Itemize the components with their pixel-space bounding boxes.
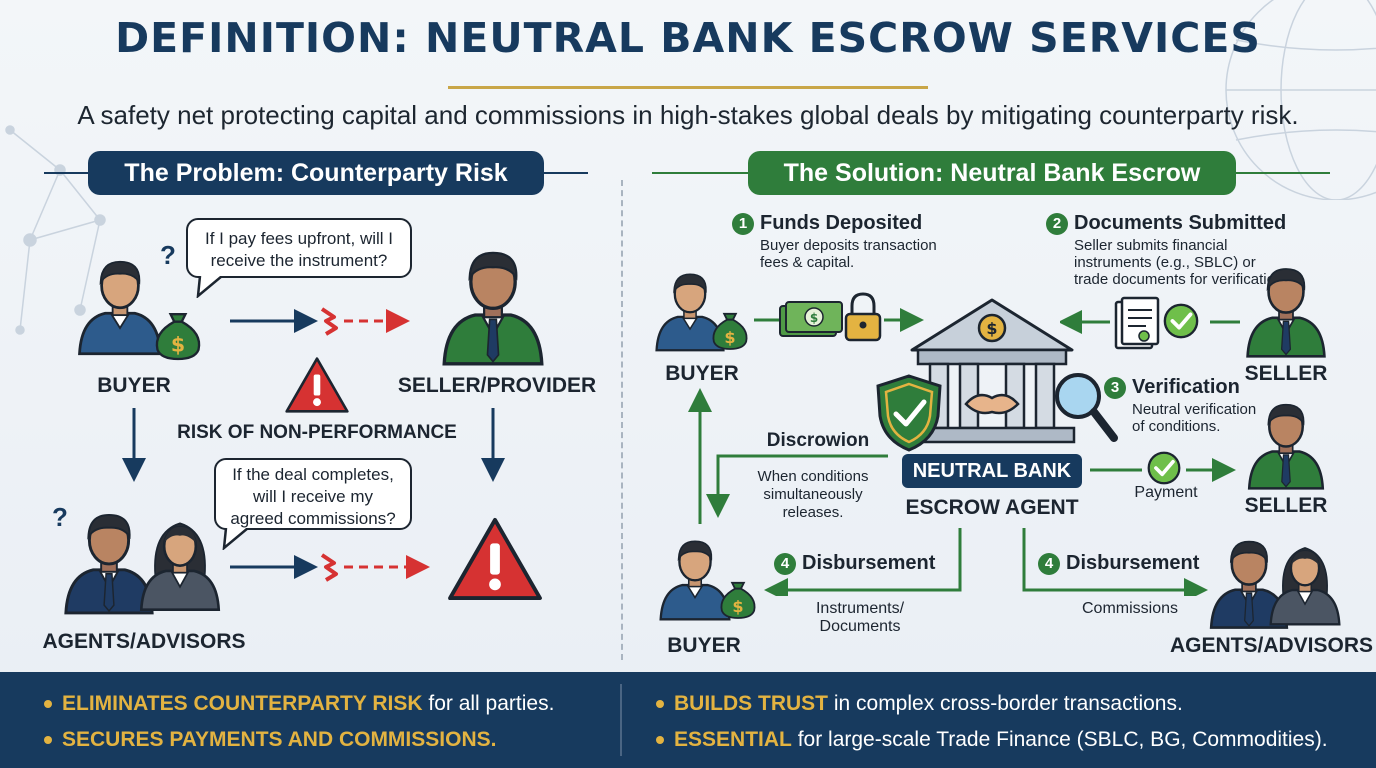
- page-subtitle: A safety net protecting capital and comm…: [77, 100, 1299, 130]
- agents-bubble-tail: [222, 528, 249, 550]
- step4b-title-text: Disbursement: [1066, 552, 1200, 574]
- svg-text:$: $: [810, 311, 818, 325]
- disbursed-buyer-label: BUYER: [667, 634, 741, 657]
- network-decoration: [5, 125, 106, 335]
- step4b-description: Commissions: [1081, 600, 1178, 617]
- step2-number: 2: [1046, 212, 1068, 235]
- buyer-label: BUYER: [97, 374, 171, 397]
- large-warning-icon: [446, 516, 544, 602]
- benefit-2-highlight: SECURES PAYMENTS AND COMMISSIONS.: [62, 728, 497, 751]
- bullet-icon: [656, 736, 664, 744]
- section-divider: [621, 180, 623, 660]
- step2-title-text: Documents Submitted: [1074, 212, 1287, 234]
- payment-arrow: [1090, 450, 1236, 486]
- disbursement-buyer-arrow: [764, 528, 962, 596]
- seller-down-arrow: [481, 408, 505, 482]
- step1-number: 1: [732, 212, 754, 235]
- solution-heading-rule-right: [1236, 172, 1330, 174]
- payment-label: Payment: [1134, 484, 1198, 501]
- broken-commission-arrow: [230, 553, 430, 582]
- solution-heading-rule-left: [652, 172, 748, 174]
- neutral-bank-badge: NEUTRAL BANK: [902, 454, 1082, 488]
- warning-icon: [284, 356, 350, 414]
- step4a-title-text: Disbursement: [802, 552, 936, 574]
- benefit-1-highlight: ELIMINATES COUNTERPARTY RISK: [62, 692, 423, 715]
- buyer-speech-bubble: If I pay fees upfront, will I receive th…: [186, 218, 412, 278]
- solution-seller-label: SELLER: [1244, 362, 1328, 385]
- step1-description: Buyer deposits transaction fees & capita…: [760, 237, 937, 271]
- broken-payment-arrow: [230, 307, 410, 336]
- benefit-3-highlight: BUILDS TRUST: [674, 692, 828, 715]
- step4a-description: Instruments/ Documents: [815, 600, 905, 635]
- seller-provider-label: SELLER/PROVIDER: [397, 374, 597, 397]
- buyer-down-arrow: [122, 408, 146, 482]
- bubble-tail: [196, 276, 223, 298]
- bullet-icon: [44, 700, 52, 708]
- footer-benefit-1: ELIMINATES COUNTERPARTY RISK for all par…: [44, 692, 554, 716]
- bullet-icon: [44, 736, 52, 744]
- shield-check-icon: [876, 374, 942, 452]
- step2-description: Seller submits financial instruments (e.…: [1074, 237, 1288, 288]
- solution-heading: The Solution: Neutral Bank Escrow: [748, 151, 1236, 195]
- step3-number: 3: [1104, 376, 1126, 399]
- solution-seller-icon: [1240, 262, 1332, 358]
- benefit-3-text: in complex cross-border transactions.: [828, 692, 1183, 715]
- footer-benefit-4: ESSENTIAL for large-scale Trade Finance …: [656, 728, 1328, 752]
- question-mark-icon: ?: [160, 240, 176, 270]
- documents-submit-arrow: [1060, 296, 1240, 350]
- payment-seller-label: SELLER: [1244, 494, 1328, 517]
- benefits-footer: [0, 672, 1376, 768]
- escrow-agent-label: ESCROW AGENT: [905, 496, 1079, 519]
- disbursed-money-bag-icon: [716, 570, 760, 622]
- agent-woman-icon: [136, 504, 224, 622]
- benefit-4-highlight: ESSENTIAL: [674, 728, 792, 751]
- step2-title: 2 Documents Submitted: [1046, 212, 1286, 235]
- discrowion-title: Discrowion: [766, 430, 870, 451]
- funds-deposit-arrow: $: [754, 292, 924, 342]
- step3-description: Neutral verification of conditions.: [1132, 401, 1257, 435]
- solution-agent-woman-icon: [1266, 536, 1344, 630]
- payment-seller-icon: [1242, 398, 1330, 490]
- agents-speech-bubble: If the deal completes, will I receive my…: [214, 458, 412, 530]
- step3-title-text: Verification: [1132, 376, 1240, 398]
- page-title: DEFINITION: NEUTRAL BANK ESCROW SERVICES: [115, 14, 1261, 62]
- title-underline: [448, 86, 928, 89]
- agents-advisors-label: AGENTS/ADVISORS: [42, 630, 246, 653]
- bullet-icon: [656, 700, 664, 708]
- discrowion-description: When conditions simultaneously releases.: [757, 468, 869, 521]
- problem-heading: The Problem: Counterparty Risk: [88, 151, 544, 195]
- benefit-4-text: for large-scale Trade Finance (SBLC, BG,…: [791, 728, 1328, 751]
- money-bag-icon: [150, 300, 206, 362]
- step4b-title: 4 Disbursement: [1038, 552, 1199, 575]
- magnifying-glass-icon: [1055, 373, 1118, 442]
- disbursement-agents-arrow: [1022, 528, 1208, 596]
- globe-decoration: [1225, 0, 1376, 200]
- footer-benefit-2: SECURES PAYMENTS AND COMMISSIONS.: [44, 728, 496, 752]
- step1-title: 1 Funds Deposited: [732, 212, 922, 235]
- risk-label: RISK OF NON-PERFORMANCE: [177, 422, 457, 443]
- step3-title: 3 Verification: [1104, 376, 1240, 399]
- release-loop-arrows: [688, 388, 888, 524]
- step4b-number: 4: [1038, 552, 1060, 575]
- footer-benefit-3: BUILDS TRUST in complex cross-border tra…: [656, 692, 1183, 716]
- problem-heading-rule-left: [44, 172, 88, 174]
- solution-money-bag-icon: [708, 302, 752, 352]
- agents-question-mark-icon: ?: [52, 502, 68, 532]
- benefit-1-text: for all parties.: [422, 692, 555, 715]
- problem-heading-rule-right: [544, 172, 588, 174]
- svg-text:$: $: [986, 319, 997, 338]
- footer-divider: [620, 684, 622, 756]
- solution-agents-label: AGENTS/ADVISORS: [1170, 634, 1374, 657]
- seller-person-icon: [434, 244, 552, 366]
- step1-title-text: Funds Deposited: [760, 212, 923, 234]
- step4a-title: 4 Disbursement: [774, 552, 935, 575]
- step4a-number: 4: [774, 552, 796, 575]
- solution-buyer-label: BUYER: [665, 362, 739, 385]
